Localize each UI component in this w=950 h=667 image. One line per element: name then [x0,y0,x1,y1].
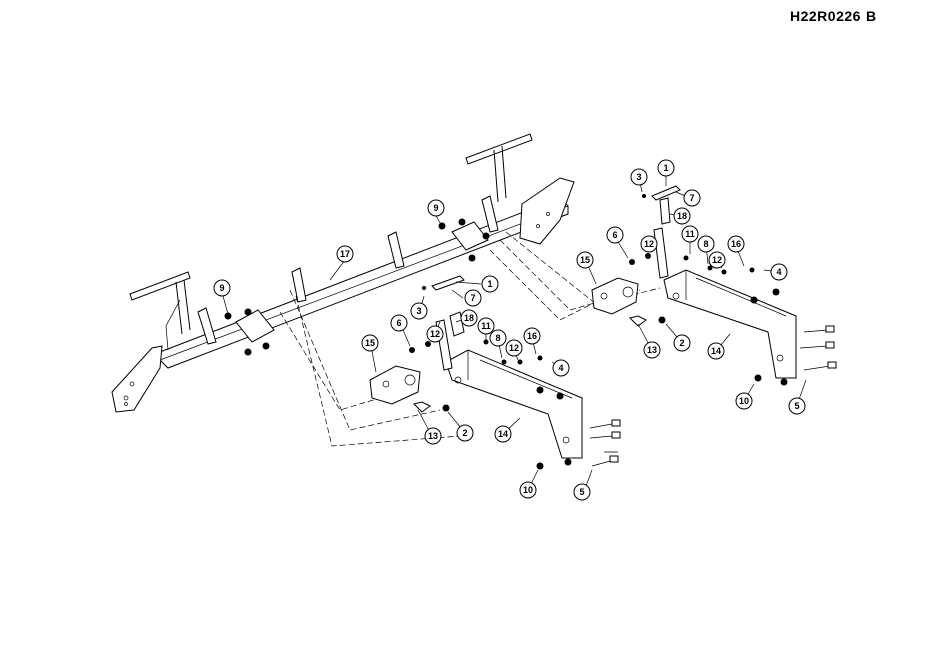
callout-14: 14 [495,426,511,442]
callout-12: 12 [506,340,522,356]
svg-text:8: 8 [703,239,708,249]
svg-text:5: 5 [579,487,584,497]
callout-13: 13 [425,428,441,444]
callout-8: 8 [698,236,714,252]
callout-18: 18 [674,208,690,224]
svg-text:1: 1 [663,163,668,173]
svg-text:4: 4 [776,267,781,277]
callout-1: 1 [482,276,498,292]
callout-3: 3 [411,303,427,319]
callout-8: 8 [490,330,506,346]
callout-9: 9 [428,200,444,216]
callout-12: 12 [709,252,725,268]
callout-5: 5 [789,398,805,414]
svg-text:9: 9 [433,203,438,213]
assembly-guide-lines [280,232,660,446]
svg-text:7: 7 [689,193,694,203]
svg-text:9: 9 [219,283,224,293]
callout-3: 3 [631,169,647,185]
svg-text:4: 4 [558,363,563,373]
svg-text:2: 2 [462,428,467,438]
callout-15: 15 [362,335,378,351]
svg-text:13: 13 [647,345,657,355]
svg-text:10: 10 [523,485,533,495]
svg-text:6: 6 [612,230,617,240]
callout-4: 4 [771,264,787,280]
svg-text:3: 3 [416,306,421,316]
callout-17: 17 [337,246,353,262]
svg-text:18: 18 [464,313,474,323]
callout-7: 7 [465,290,481,306]
svg-text:17: 17 [340,249,350,259]
svg-text:11: 11 [685,229,695,239]
callout-12: 12 [427,326,443,342]
svg-text:8: 8 [495,333,500,343]
svg-text:16: 16 [527,331,537,341]
callout-16: 16 [524,328,540,344]
svg-text:10: 10 [739,396,749,406]
callout-11: 11 [682,226,698,242]
callout-9: 9 [214,280,230,296]
callout-6: 6 [607,227,623,243]
callout-10: 10 [736,393,752,409]
svg-text:15: 15 [365,338,375,348]
callout-4: 4 [553,360,569,376]
svg-text:11: 11 [481,321,491,331]
svg-text:5: 5 [794,401,799,411]
svg-text:7: 7 [470,293,475,303]
callout-10: 10 [520,482,536,498]
svg-text:2: 2 [679,338,684,348]
svg-text:13: 13 [428,431,438,441]
svg-text:12: 12 [430,329,440,339]
callout-13: 13 [644,342,660,358]
svg-text:3: 3 [636,172,641,182]
callout-12: 12 [641,236,657,252]
svg-text:14: 14 [498,429,508,439]
callout-11: 11 [478,318,494,334]
svg-text:18: 18 [677,211,687,221]
svg-text:12: 12 [509,343,519,353]
svg-text:6: 6 [396,318,401,328]
callout-18: 18 [461,310,477,326]
callout-16: 16 [728,236,744,252]
left-arm-assembly [370,276,620,470]
svg-text:15: 15 [580,255,590,265]
svg-text:16: 16 [731,239,741,249]
svg-text:14: 14 [711,346,721,356]
svg-text:12: 12 [712,255,722,265]
callout-1: 1 [658,160,674,176]
callout-5: 5 [574,484,590,500]
svg-text:12: 12 [644,239,654,249]
callout-6: 6 [391,315,407,331]
callout-2: 2 [457,425,473,441]
callout-2: 2 [674,335,690,351]
svg-text:1: 1 [487,279,492,289]
callout-14: 14 [708,343,724,359]
callout-15: 15 [577,252,593,268]
callout-7: 7 [684,190,700,206]
